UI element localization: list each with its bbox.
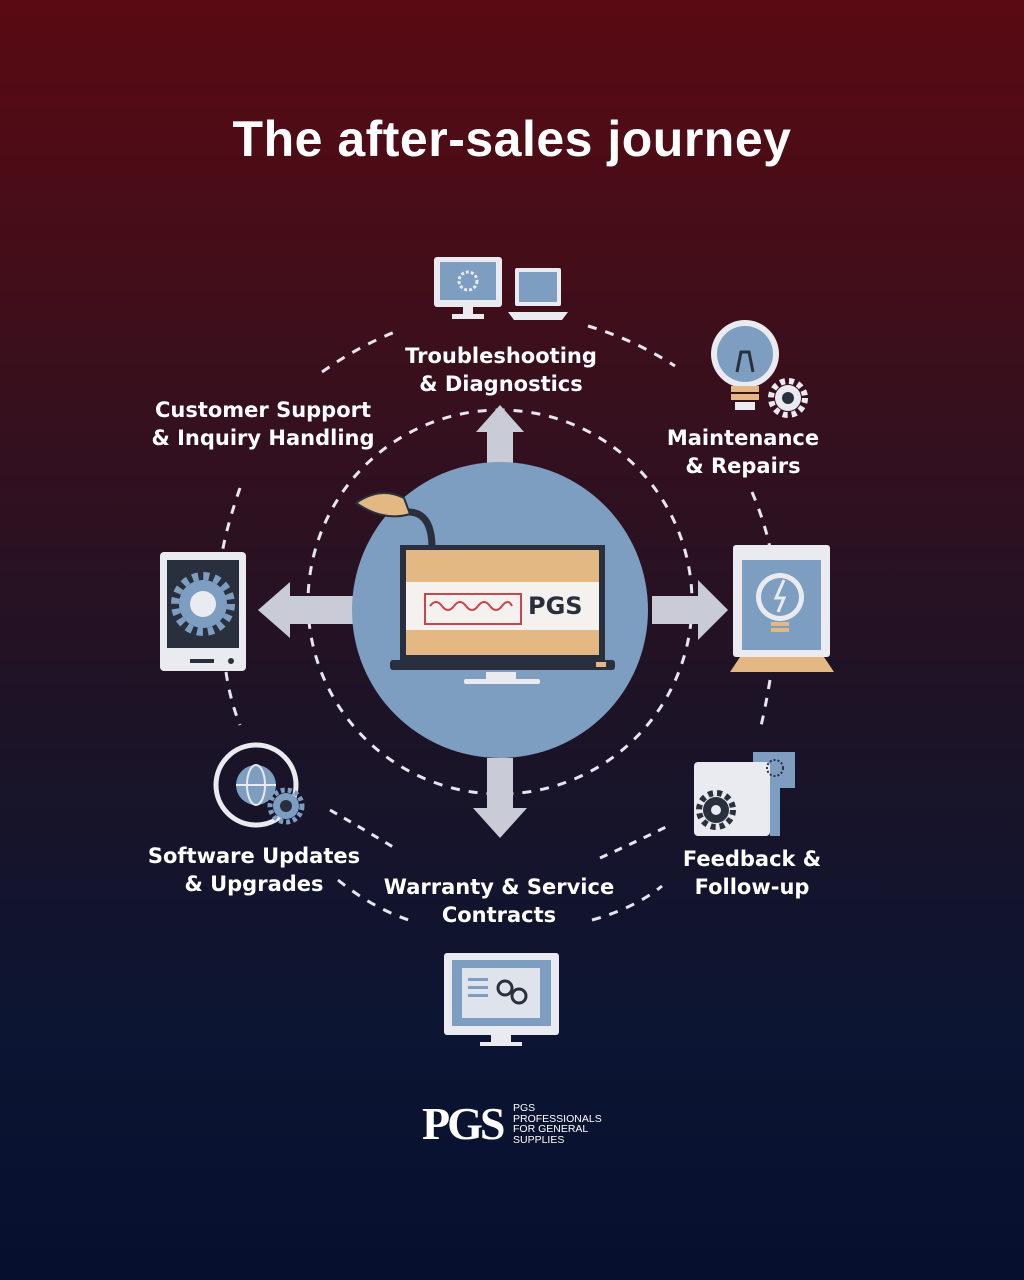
stage-label-software-updates: Software Updates & Upgrades (140, 842, 368, 898)
logo-line: PROFESSIONALS (513, 1112, 602, 1125)
stage-label-line1: Customer Support (154, 398, 372, 422)
stage-label-line1: Warranty & Service (383, 875, 615, 899)
stage-label-maintenance: Maintenance & Repairs (648, 424, 838, 480)
stage-label-line2: & Inquiry Handling (151, 426, 375, 450)
center-laptop (354, 492, 615, 684)
direction-arrows (258, 405, 728, 838)
pgs-logo-mark: PGS (422, 1098, 505, 1149)
stage-label-line1: Troubleshooting (405, 344, 597, 368)
lightbulb-gear-icon (711, 320, 808, 418)
logo-line: PGS (513, 1102, 536, 1114)
stage-label-line1: Software Updates (147, 844, 361, 868)
computer-settings-icon (434, 257, 568, 320)
center-brand-text: PGS (528, 592, 583, 620)
tablet-gear-icon (160, 552, 246, 671)
globe-gear-icon (213, 742, 305, 828)
stage-label-line2: & Diagnostics (419, 372, 583, 396)
arrow-up (476, 405, 524, 468)
stage-label-line1: Feedback & (682, 847, 822, 871)
monitor-users-icon (444, 953, 559, 1046)
stage-label-troubleshooting: Troubleshooting & Diagnostics (396, 342, 606, 398)
gear-panel-icon (694, 752, 795, 836)
pgs-logo-text: PGS PROFESSIONALS FOR GENERAL SUPPLIES (513, 1103, 602, 1145)
page-title: The after-sales journey (232, 111, 792, 167)
arrow-right (652, 580, 728, 640)
stage-label-warranty: Warranty & Service Contracts (370, 873, 628, 929)
arrow-down (473, 758, 527, 838)
stage-label-line2: & Repairs (685, 454, 801, 478)
arrow-left (258, 582, 354, 638)
stage-label-line2: Follow-up (694, 875, 810, 899)
stage-label-feedback: Feedback & Follow-up (664, 845, 840, 901)
stage-label-line2: Contracts (441, 903, 557, 927)
spoke-connectors (329, 808, 673, 860)
lightbulb-panel-icon (730, 545, 834, 672)
stage-label-line1: Maintenance (666, 426, 820, 450)
logo-line: FOR GENERAL (513, 1123, 589, 1135)
stage-label-customer-support: Customer Support & Inquiry Handling (140, 396, 386, 452)
logo-line: SUPPLIES (513, 1133, 565, 1146)
stage-label-line2: & Upgrades (184, 872, 324, 896)
